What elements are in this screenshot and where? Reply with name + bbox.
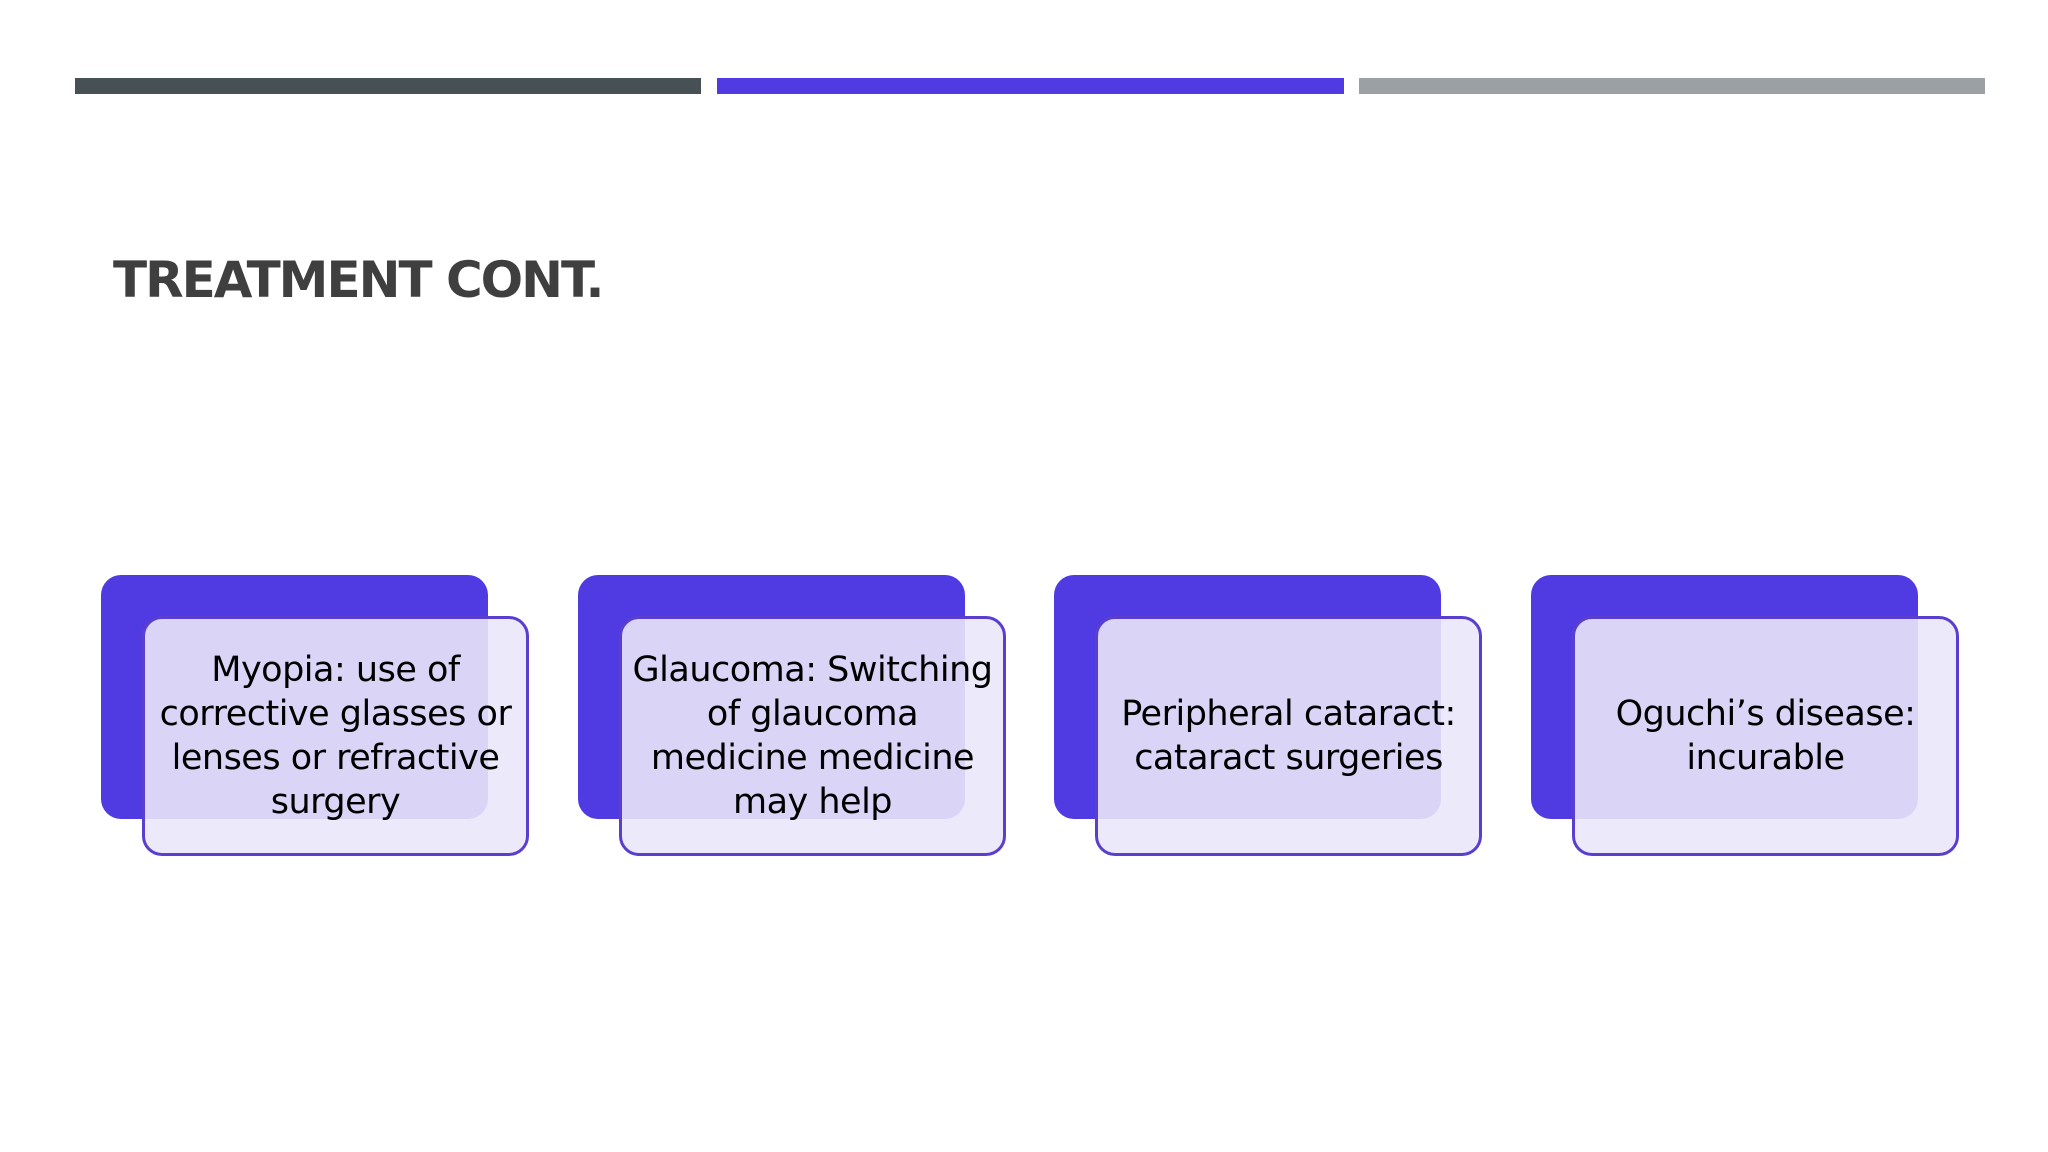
card-front-box: Oguchi’s disease: incurable xyxy=(1572,616,1959,856)
top-bar-accent xyxy=(717,78,1344,94)
card-myopia: Myopia: use of corrective glasses or len… xyxy=(101,575,535,865)
card-front-box: Glaucoma: Switching of glaucoma medicine… xyxy=(619,616,1006,856)
card-text: Glaucoma: Switching of glaucoma medicine… xyxy=(632,650,993,822)
top-bar-dark xyxy=(75,78,701,94)
card-peripheral-cataract: Peripheral cataract: cataract surgeries xyxy=(1054,575,1488,865)
card-text: Peripheral cataract: cataract surgeries xyxy=(1121,694,1456,778)
top-bar-grey xyxy=(1359,78,1985,94)
card-text: Oguchi’s disease: incurable xyxy=(1615,694,1916,778)
card-glaucoma: Glaucoma: Switching of glaucoma medicine… xyxy=(578,575,1012,865)
card-text: Myopia: use of corrective glasses or len… xyxy=(159,650,512,822)
card-oguchis-disease: Oguchi’s disease: incurable xyxy=(1531,575,1965,865)
card-front-box: Myopia: use of corrective glasses or len… xyxy=(142,616,529,856)
card-front-box: Peripheral cataract: cataract surgeries xyxy=(1095,616,1482,856)
slide-title: TREATMENT CONT. xyxy=(113,251,605,309)
